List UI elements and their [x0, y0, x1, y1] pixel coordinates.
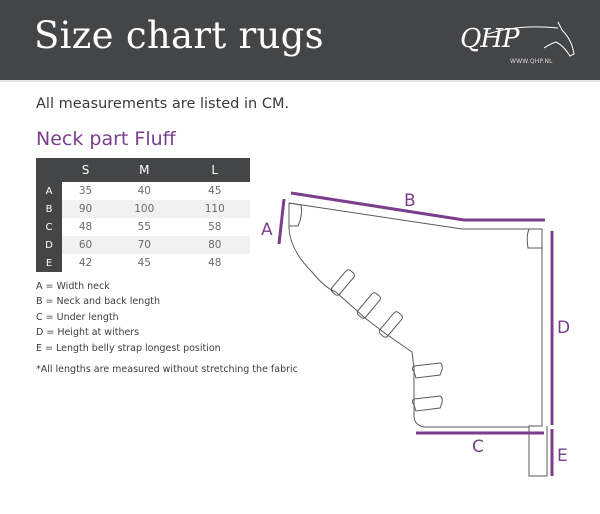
table-cell: 48 — [78, 221, 93, 233]
table-row: A 35 40 45 — [36, 182, 250, 200]
qhp-logo: QHP WWW.QHP.NL — [458, 20, 578, 70]
measure-b-line — [290, 191, 545, 222]
row-header: C — [36, 218, 62, 236]
row-header: D — [36, 236, 62, 254]
row-header: E — [36, 254, 62, 272]
table-cell: 90 — [62, 200, 110, 218]
legend-item-e: E = Length belly strap longest position — [36, 342, 221, 354]
legend-item-d: D = Height at withers — [36, 327, 140, 339]
table-cell: 45 — [137, 257, 151, 269]
label-c: C — [472, 437, 484, 457]
label-b: B — [404, 191, 416, 211]
table-row: C 48 55 58 — [36, 218, 250, 236]
column-header: S — [62, 158, 110, 182]
legend-item-b: B = Neck and back length — [36, 296, 160, 308]
table-cell: 48 — [208, 257, 222, 269]
table-cell: 42 — [78, 257, 93, 269]
table-row: E 42 45 48 — [36, 254, 250, 272]
table-cell: 55 — [137, 221, 151, 233]
table-cell: 80 — [179, 236, 250, 254]
table-header-row: S M L — [36, 158, 250, 182]
horse-head-icon — [487, 21, 575, 57]
row-header: A — [36, 182, 62, 200]
size-table: S M L A 35 40 45 B 90 100 110 C 48 55 58… — [36, 158, 250, 272]
legend-item-a: A = Width neck — [36, 281, 110, 292]
column-header: M — [109, 158, 180, 182]
header-bar — [0, 0, 600, 80]
label-d: D — [557, 318, 570, 338]
header-divider — [0, 80, 600, 82]
label-a: A — [261, 220, 273, 240]
table-cell: 110 — [179, 200, 250, 218]
table-cell: 100 — [109, 200, 180, 218]
measurement-legend: A = Width neck B = Neck and back length … — [36, 279, 221, 356]
table-cell: 70 — [109, 236, 180, 254]
label-e: E — [557, 446, 568, 466]
column-header: L — [179, 158, 250, 182]
table-cell: 58 — [208, 221, 222, 233]
rug-outline — [288, 202, 548, 477]
measure-a-line — [277, 198, 286, 245]
table-row: B 90 100 110 — [36, 200, 250, 218]
table-cell: 35 — [78, 185, 93, 197]
table-cell: 45 — [208, 185, 222, 197]
fabric-note: *All lengths are measured without stretc… — [36, 364, 298, 375]
table-cell: 40 — [137, 185, 151, 197]
legend-item-c: C = Under length — [36, 311, 119, 323]
section-title: Neck part Fluff — [36, 128, 176, 150]
measurement-lines — [277, 191, 554, 476]
table-cell: 60 — [62, 236, 110, 254]
table-corner — [36, 158, 62, 182]
page-title: Size chart rugs — [34, 14, 324, 57]
measurement-note: All measurements are listed in CM. — [36, 96, 290, 112]
logo-url: WWW.QHP.NL — [510, 58, 553, 65]
table-row: D 60 70 80 — [36, 236, 250, 254]
row-header: B — [36, 200, 62, 218]
